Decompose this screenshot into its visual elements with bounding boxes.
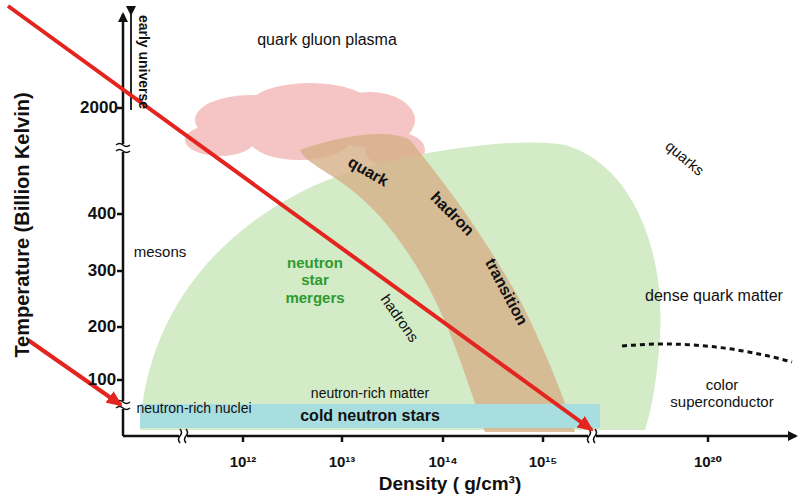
tick-label: 300 <box>88 261 116 281</box>
tick-label: 200 <box>88 317 116 337</box>
region-label: neutron star mergers <box>275 254 355 306</box>
phase-label: dense quark matter <box>645 287 783 305</box>
region-label: neutron-rich matter <box>311 385 429 401</box>
axis-title: Temperature (Billion Kelvin) <box>11 92 34 357</box>
tick-label: 10²⁰ <box>694 453 722 470</box>
tick-label: 400 <box>88 204 116 224</box>
phase-label: neutron-rich nuclei <box>136 400 251 416</box>
axis-title: Density ( g/cm³) <box>379 473 522 495</box>
band-label: cold neutron stars <box>300 407 440 425</box>
tick-label: 10¹² <box>230 453 257 470</box>
tick-label: 10¹⁵ <box>529 453 558 470</box>
phase-label: quarks <box>662 137 708 179</box>
era-label: early universe <box>136 15 152 109</box>
tick-label: 100 <box>88 370 116 390</box>
phase-label: quark gluon plasma <box>257 31 397 49</box>
tick-label: 2000 <box>80 98 118 118</box>
phase-label: mesons <box>134 243 187 260</box>
tick-label: 10¹⁴ <box>428 453 457 470</box>
phase-label: color superconductor <box>657 376 787 411</box>
tick-label: 10¹³ <box>329 453 356 470</box>
